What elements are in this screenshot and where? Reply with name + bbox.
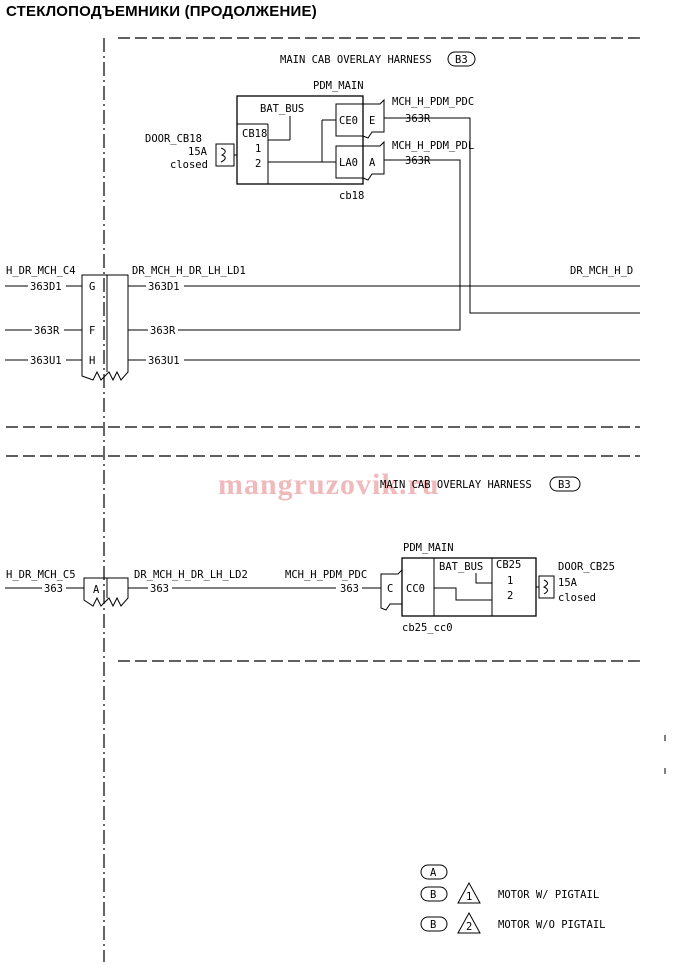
pdm-box-top xyxy=(236,95,364,185)
cb18-pin1: 1 xyxy=(255,143,261,155)
legend-badge-b xyxy=(420,916,448,932)
pdm-sub-label-top: cb18 xyxy=(339,190,364,202)
page-title: СТЕКЛОПОДЪЕМНИКИ (ПРОДОЛЖЕНИЕ) xyxy=(6,3,317,20)
conn-c4-g-left: 363D1 xyxy=(30,281,62,293)
cb25-pin1: 1 xyxy=(507,575,513,587)
harness-badge-bottom-text: B3 xyxy=(558,479,571,491)
pin-cc: CC0 xyxy=(406,583,425,595)
breaker-top-rating: 15A xyxy=(188,146,208,158)
pin-ce: CE0 xyxy=(339,115,358,127)
pdm-name-bottom: PDM_MAIN xyxy=(403,542,454,554)
harness-badge-bottom xyxy=(549,476,581,492)
legend-triangle-1 xyxy=(457,881,481,904)
conn-c4-h-left: 363U1 xyxy=(30,355,62,367)
wire-pdc-top xyxy=(384,117,640,314)
conn-c5-pin: A xyxy=(93,584,100,596)
conn-c4-f-left: 363R xyxy=(34,325,60,337)
conn-c4-h-right: 363U1 xyxy=(148,355,180,367)
conn-c4-g-right: 363D1 xyxy=(148,281,180,293)
pdm-sub-label-bottom: cb25_cc0 xyxy=(402,622,453,634)
cb18-pin2: 2 xyxy=(255,158,261,170)
harness-label-top: MAIN CAB OVERLAY HARNESS xyxy=(280,54,432,66)
wire-pdc-bottom-name: MCH_H_PDM_PDC xyxy=(285,569,367,581)
breaker-top-state: closed xyxy=(170,159,208,171)
bat-bus-wire-bottom xyxy=(475,573,492,584)
legend-badge-b-text: B xyxy=(430,919,436,931)
cb25-pin2: 2 xyxy=(507,590,513,602)
wire-pdc-bottom-code: 363 xyxy=(340,583,359,595)
conn-c5-left-name: H_DR_MCH_C5 xyxy=(6,569,76,581)
legend-badge-a xyxy=(420,864,448,880)
breaker-top-name: DOOR_CB18 xyxy=(145,133,202,145)
conn-c4-left-name: H_DR_MCH_C4 xyxy=(6,265,76,277)
breaker-bottom-state: closed xyxy=(558,592,596,604)
legend-text-1: MOTOR W/ PIGTAIL xyxy=(498,889,599,901)
wire-pdl-top-code: 363R xyxy=(405,155,431,167)
harness-badge-top-text: B3 xyxy=(455,54,468,66)
pdm-name-top: PDM_MAIN xyxy=(313,80,364,92)
breaker-bottom-icon xyxy=(536,575,555,599)
harness-badge-top xyxy=(447,51,476,67)
wire-pdc-top-code: 363R xyxy=(405,113,431,125)
conn-c-shell xyxy=(380,568,403,611)
watermark: mangruzovik.ru xyxy=(218,468,440,501)
conn-c4-pin-f: F xyxy=(89,325,95,337)
cb18-name: CB18 xyxy=(242,128,267,140)
legend-num-2: 2 xyxy=(466,921,472,933)
breaker-bottom-name: DOOR_CB25 xyxy=(558,561,615,573)
conn-e: E xyxy=(369,115,375,127)
cb25-out-wire xyxy=(434,587,492,601)
cb25-name: CB25 xyxy=(496,559,521,571)
far-right-label: DR_MCH_H_D xyxy=(570,265,633,277)
legend-triangle-2 xyxy=(457,911,481,934)
conn-c: C xyxy=(387,583,393,595)
breaker-bottom-rating: 15A xyxy=(558,577,578,589)
conn-a-shell xyxy=(362,140,385,181)
legend-text-2: MOTOR W/O PIGTAIL xyxy=(498,919,605,931)
conn-a: A xyxy=(369,157,376,169)
conn-e-shell xyxy=(362,98,385,139)
conn-c5-right-name: DR_MCH_H_DR_LH_LD2 xyxy=(134,569,248,581)
legend-num-1: 1 xyxy=(466,891,472,903)
conn-c5-right-code: 363 xyxy=(150,583,169,595)
conn-c5-body xyxy=(83,577,129,608)
wire-pdl-top-name: MCH_H_PDM_PDL xyxy=(392,140,474,152)
conn-c4-body xyxy=(81,274,129,382)
harness-label-bottom: MAIN CAB OVERLAY HARNESS xyxy=(380,479,532,491)
legend-badge-extra xyxy=(420,886,448,902)
wire-pdl-top xyxy=(190,159,461,331)
wire-pdc-top-name: MCH_H_PDM_PDC xyxy=(392,96,474,108)
bat-bus-bottom: BAT_BUS xyxy=(439,561,483,573)
bat-bus-top: BAT_BUS xyxy=(260,103,304,115)
conn-c4-f-right: 363R xyxy=(150,325,176,337)
pin-la: LA0 xyxy=(339,157,358,169)
conn-c4-right-name: DR_MCH_H_DR_LH_LD1 xyxy=(132,265,246,277)
conn-c4-pin-g: G xyxy=(89,281,95,293)
legend-badge-a-text: A xyxy=(430,867,437,879)
conn-c4-pin-h: H xyxy=(89,355,95,367)
breaker-top-icon xyxy=(215,143,237,167)
legend-badge-extra-text: B xyxy=(430,889,436,901)
conn-c5-left-code: 363 xyxy=(44,583,63,595)
